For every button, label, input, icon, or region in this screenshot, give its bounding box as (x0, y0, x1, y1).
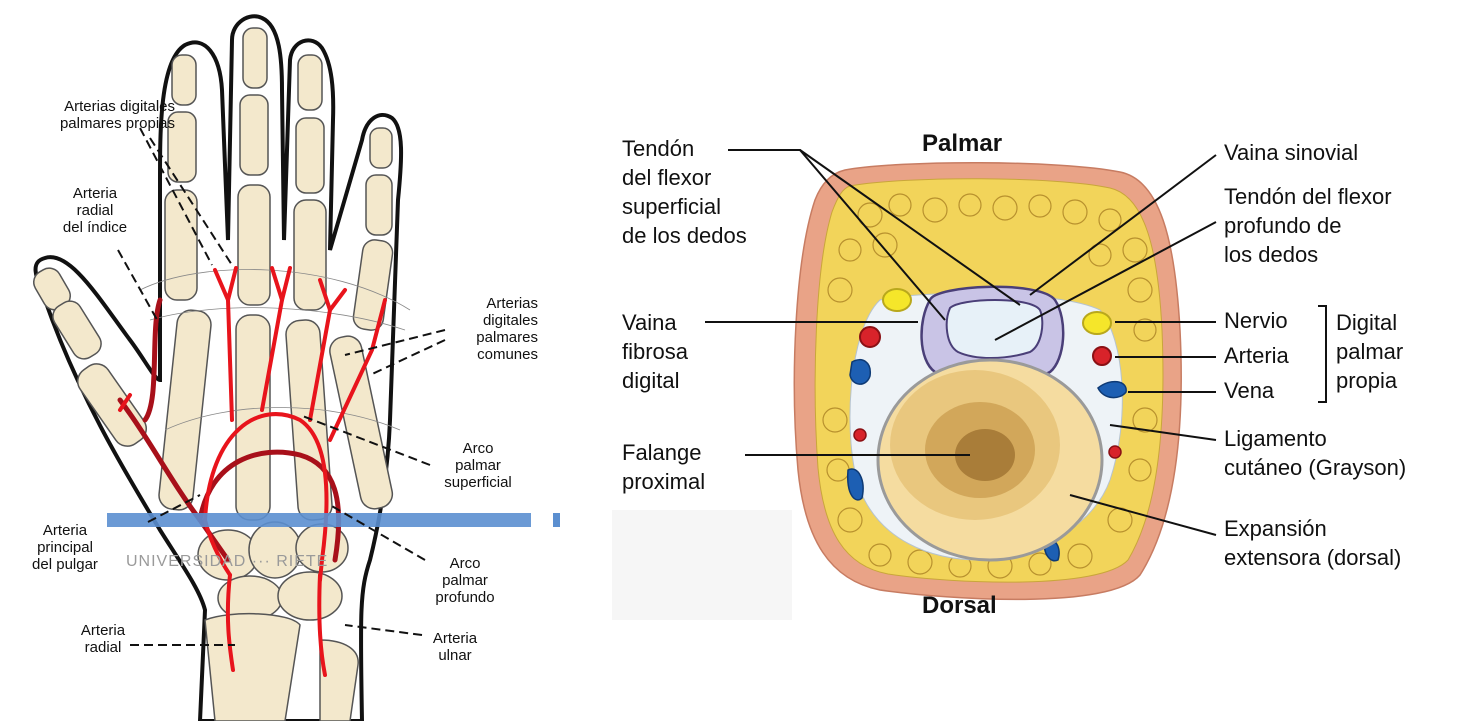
label-ligamento-cutaneo: Ligamento cutáneo (Grayson) (1224, 424, 1406, 482)
label-tendon-flexor-superficial: Tendón del flexor superficial de los ded… (622, 134, 747, 250)
nerve-right (1083, 312, 1111, 334)
label-falange-proximal: Falange proximal (622, 438, 705, 496)
label-tendon-flexor-profundo: Tendón del flexor profundo de los dedos (1224, 182, 1392, 269)
artery-small-right (1109, 446, 1121, 458)
label-arteria: Arteria (1224, 341, 1289, 370)
label-digital-palmar-propia: Digital palmar propia (1336, 308, 1403, 395)
flexor-tendon (947, 300, 1043, 358)
artery-right (1093, 347, 1111, 365)
vein-left (850, 360, 870, 384)
artery-small-left (854, 429, 866, 441)
label-vaina-fibrosa: Vaina fibrosa digital (622, 308, 688, 395)
artery-left (860, 327, 880, 347)
nerve-left (883, 289, 911, 311)
label-palmar: Palmar (922, 130, 1002, 158)
label-vaina-sinovial: Vaina sinovial (1224, 138, 1358, 167)
label-dorsal: Dorsal (922, 592, 997, 620)
label-expansion-extensora: Expansión extensora (dorsal) (1224, 514, 1401, 572)
label-vena: Vena (1224, 376, 1274, 405)
label-nervio: Nervio (1224, 306, 1288, 335)
